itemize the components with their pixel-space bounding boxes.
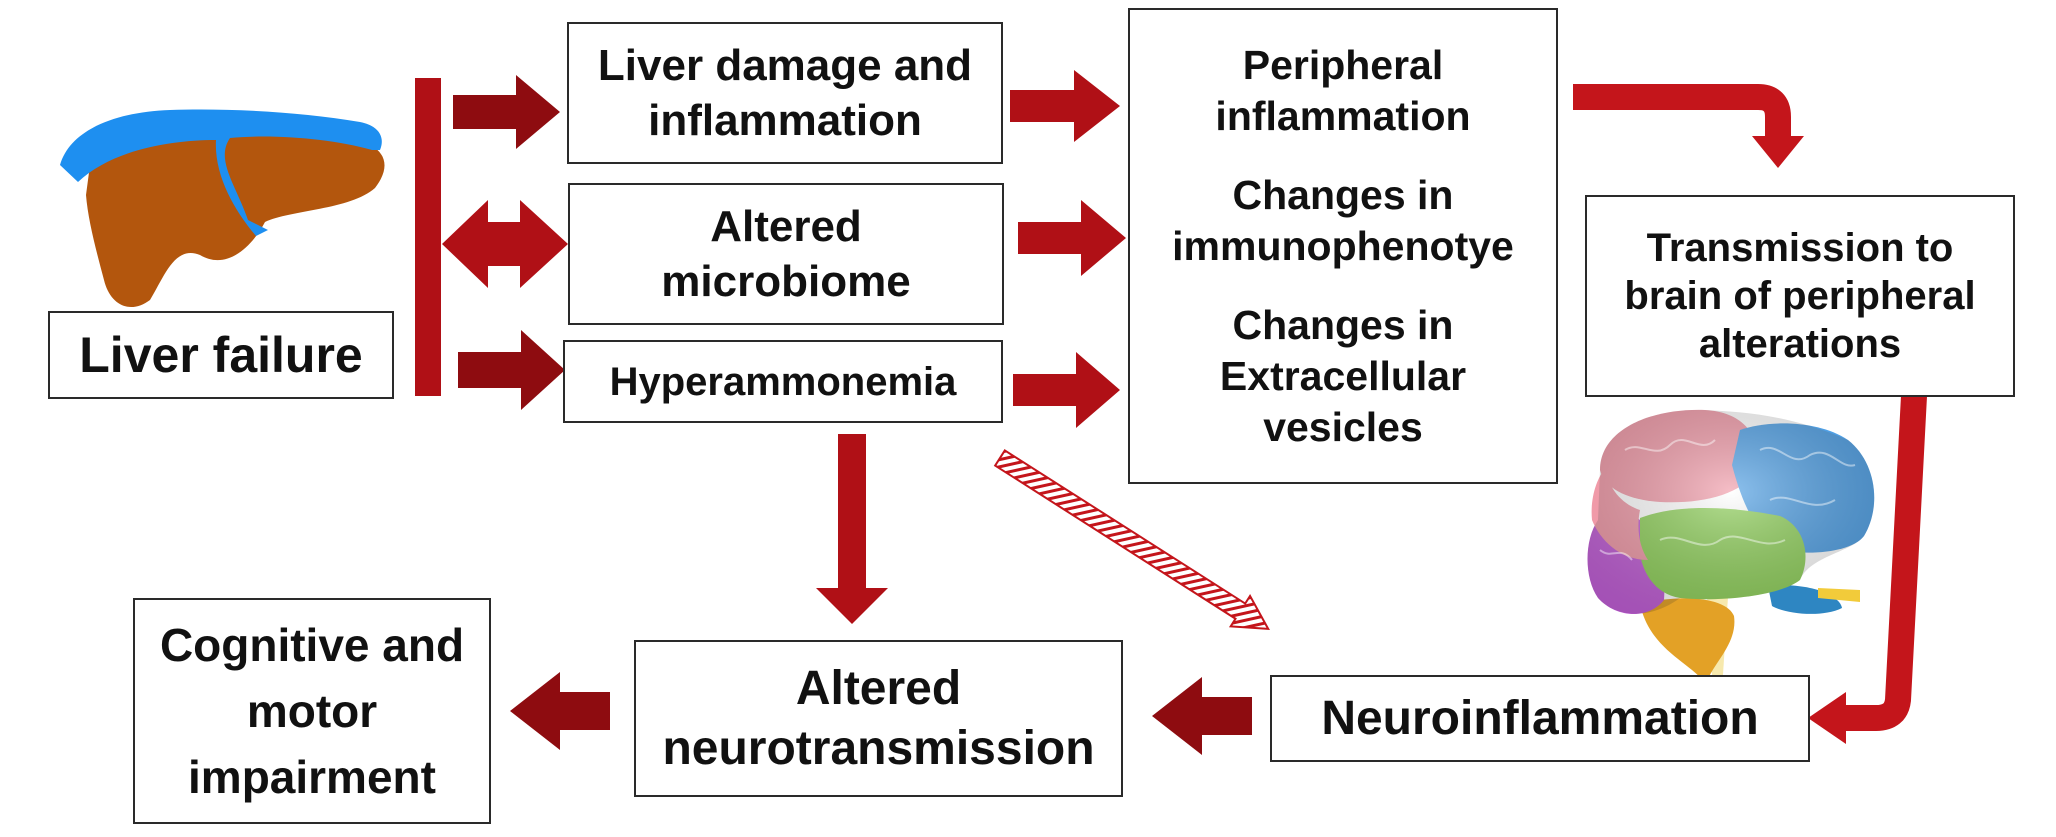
cognitive-impairment-line-2: motor <box>246 685 378 737</box>
immunophenotype-line-2: immunophenotye <box>1172 222 1514 269</box>
arrow-liver-damage-to-peripheral <box>1010 70 1120 142</box>
altered-microbiome-box: Altered microbiome <box>568 183 1004 325</box>
altered-microbiome-line-1: Altered <box>710 202 862 251</box>
hyperammonemia-label: Hyperammonemia <box>609 359 957 404</box>
arrow-transmission-to-neuroinflammation <box>1840 395 1927 731</box>
arrow-peripheral-to-transmission <box>1573 84 1791 140</box>
altered-microbiome-line-2: microbiome <box>661 257 911 306</box>
liver-damage-box: Liver damage and inflammation <box>567 22 1003 164</box>
liver-failure-label: Liver failure <box>79 327 363 383</box>
neuroinflammation-box: Neuroinflammation <box>1270 675 1810 762</box>
extracellular-vesicles-line-1: Changes in <box>1232 301 1454 348</box>
altered-neurotransmission-box: Altered neurotransmission <box>634 640 1123 797</box>
arrow-to-hyperammonemia <box>458 330 565 410</box>
arrowhead-to-transmission <box>1752 136 1804 168</box>
cognitive-impairment-box: Cognitive and motor impairment <box>133 598 491 824</box>
transmission-line-2: brain of peripheral <box>1624 274 1976 318</box>
peripheral-changes-box: Peripheral inflammation Changes in immun… <box>1128 8 1558 484</box>
transmission-line-3: alterations <box>1698 322 1902 366</box>
neuroinflammation-label: Neuroinflammation <box>1321 691 1759 745</box>
peripheral-inflammation-line-1: Peripheral <box>1242 41 1444 88</box>
arrow-hyperammonemia-down <box>816 434 888 624</box>
arrow-neurotransmission-to-impairment <box>510 672 610 750</box>
transmission-line-1: Transmission to <box>1646 226 1954 270</box>
immunophenotype-group: Changes in immunophenotye <box>1172 170 1514 272</box>
peripheral-inflammation-line-2: inflammation <box>1215 92 1471 139</box>
arrow-microbiome-to-peripheral <box>1018 200 1126 276</box>
branch-bar <box>415 78 441 396</box>
cognitive-impairment-line-1: Cognitive and <box>159 619 465 671</box>
immunophenotype-line-1: Changes in <box>1232 171 1454 218</box>
arrow-double-microbiome <box>442 200 568 288</box>
liver-damage-line-2: inflammation <box>648 96 922 145</box>
arrow-hyperammonemia-to-neuroinflammation <box>993 449 1270 630</box>
arrow-neuroinflammation-to-neurotransmission <box>1152 677 1252 755</box>
liver-icon <box>60 109 385 308</box>
arrow-to-liver-damage <box>453 75 560 149</box>
peripheral-inflammation-group: Peripheral inflammation <box>1215 40 1470 142</box>
arrow-hyperammonemia-to-peripheral <box>1013 352 1120 428</box>
liver-damage-line-1: Liver damage and <box>597 41 973 90</box>
brain-icon <box>1587 409 1875 690</box>
altered-neurotransmission-line-1: Altered <box>795 661 962 715</box>
liver-failure-box: Liver failure <box>48 311 394 399</box>
arrowhead-to-neuroinflammation <box>1808 692 1846 744</box>
cognitive-impairment-line-3: impairment <box>188 751 436 803</box>
transmission-box: Transmission to brain of peripheral alte… <box>1585 195 2015 397</box>
extracellular-vesicles-line-2: Extracellular <box>1219 352 1467 399</box>
extracellular-vesicles-line-3: vesicles <box>1263 403 1423 450</box>
hyperammonemia-box: Hyperammonemia <box>563 340 1003 423</box>
altered-neurotransmission-line-2: neurotransmission <box>662 721 1095 775</box>
extracellular-vesicles-group: Changes in Extracellular vesicles <box>1220 300 1466 453</box>
